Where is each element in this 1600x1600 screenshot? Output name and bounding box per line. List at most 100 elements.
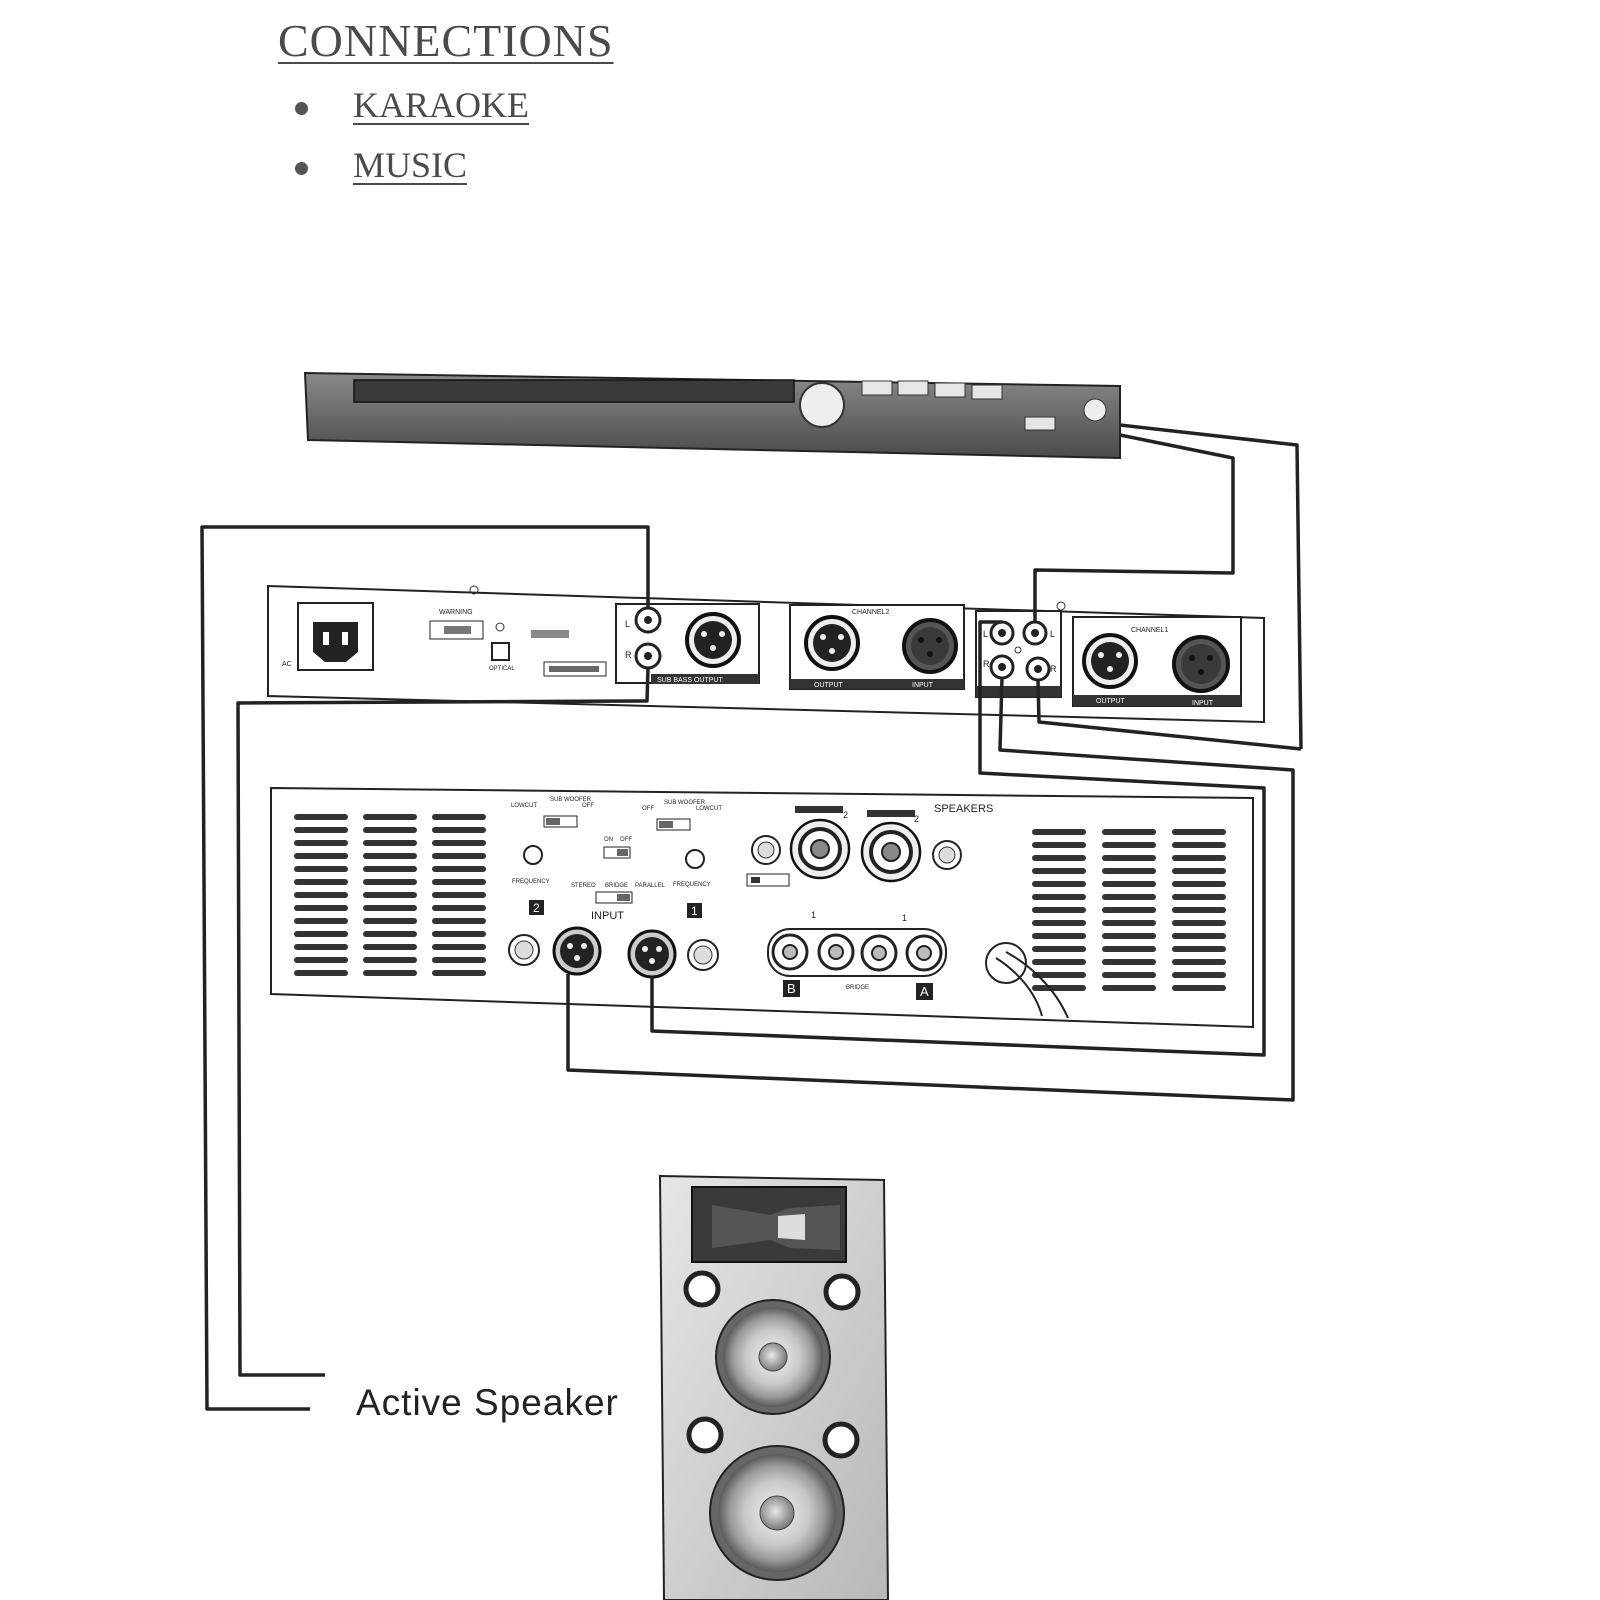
vent-slot <box>294 879 348 885</box>
vent-slot <box>1172 907 1226 913</box>
disc-slot <box>353 379 795 403</box>
vent-slot <box>1102 933 1156 939</box>
channel2-label: CHANNEL2 <box>852 609 889 616</box>
vent-slot <box>294 853 348 859</box>
bridge-label: BRIDGE <box>605 883 628 889</box>
vent-slot <box>363 879 417 885</box>
vent-slot <box>432 918 486 924</box>
vent-slot <box>294 957 348 963</box>
vent-slot <box>363 931 417 937</box>
svg-text:B: B <box>787 981 796 996</box>
vent-slot <box>294 814 348 820</box>
vent-slot <box>1032 855 1086 861</box>
page-title: CONNECTIONS <box>278 15 614 66</box>
optical-port-icon <box>491 642 510 661</box>
sub-bass-output-label: SUB BASS OUTPUT <box>657 677 723 684</box>
vent-slot <box>294 892 348 898</box>
bass-port-icon <box>822 1421 860 1459</box>
vent-slot <box>1032 946 1086 952</box>
lowcut-label: LOWCUT <box>511 803 537 809</box>
stereo-label: STEREO <box>571 883 596 889</box>
vent-slot <box>1102 946 1156 952</box>
vent-slot <box>1172 894 1226 900</box>
player-button <box>897 380 929 396</box>
vent-grille-right <box>1032 829 1226 991</box>
vent-slot <box>432 853 486 859</box>
vent-slot <box>1032 842 1086 848</box>
vent-slot <box>1102 907 1156 913</box>
vent-slot <box>1172 868 1226 874</box>
vent-slot <box>363 970 417 976</box>
speakers-label: SPEAKERS <box>934 803 993 815</box>
subwoofer-label-2: SUB WOOFER <box>664 800 706 806</box>
vent-slot <box>432 827 486 833</box>
vent-slot <box>1172 920 1226 926</box>
badge-1 <box>687 903 702 918</box>
optical-label: OPTICAL <box>489 666 515 672</box>
vent-slot <box>363 944 417 950</box>
ch2-input-label: INPUT <box>912 682 934 689</box>
warning-label: WARNING <box>439 609 473 616</box>
num-1-label-2: 1 <box>902 913 907 923</box>
vent-slot <box>294 866 348 872</box>
vent-slot <box>294 840 348 846</box>
vent-slot <box>432 957 486 963</box>
vent-slot <box>294 931 348 937</box>
svg-text:2: 2 <box>533 901 540 915</box>
binding-post-block <box>767 928 947 977</box>
cable-out-r-to-amp-2 <box>566 677 1295 1102</box>
vent-slot <box>1102 881 1156 887</box>
vent-slot <box>1172 829 1226 835</box>
vent-slot <box>363 918 417 924</box>
ch1-output-label: OUTPUT <box>1096 698 1126 705</box>
vent-slot <box>1032 985 1086 991</box>
vent-slot <box>1032 972 1086 978</box>
bullet-music: MUSIC <box>295 144 467 186</box>
vent-slot <box>1032 894 1086 900</box>
player-button <box>934 382 966 398</box>
off-label: OFF <box>582 803 594 809</box>
vent-slot <box>1102 842 1156 848</box>
bullet-karaoke-label: KARAOKE <box>353 85 529 125</box>
subwoofer-label: SUB WOOFER <box>550 797 592 803</box>
frequency-knob-icon <box>685 849 705 869</box>
screw-icon <box>1056 601 1066 611</box>
mode-switch-icon <box>543 815 578 828</box>
input-label: INPUT <box>591 910 624 922</box>
ch1-input-label: INPUT <box>1192 700 1214 707</box>
channel1-label: CHANNEL1 <box>1131 627 1168 634</box>
vent-slot <box>432 840 486 846</box>
vent-slot <box>432 931 486 937</box>
vent-slot <box>1172 946 1226 952</box>
vent-slot <box>363 840 417 846</box>
vent-slot <box>1102 920 1156 926</box>
vent-slot <box>1102 855 1156 861</box>
bullet-music-label: MUSIC <box>353 145 468 185</box>
badge-a <box>916 983 933 1000</box>
bridge-label-2: BRIDGE <box>846 985 869 991</box>
vent-slot <box>294 918 348 924</box>
cable-player-to-in-r <box>1119 423 1303 750</box>
svg-text:1: 1 <box>691 904 698 918</box>
jack-r-label: R <box>625 650 632 660</box>
cable-sub-l-to-speaker <box>200 525 650 1411</box>
vent-slot <box>294 970 348 976</box>
usb-port-icon <box>1024 416 1056 431</box>
vent-slot <box>432 970 486 976</box>
off-label-3: OFF <box>620 837 632 843</box>
vent-slot <box>1172 855 1226 861</box>
vent-slot <box>1172 881 1226 887</box>
bass-port-icon <box>823 1273 861 1311</box>
vent-slot <box>1032 920 1086 926</box>
out-l-label: L <box>983 629 988 639</box>
player-button <box>971 384 1003 400</box>
vent-slot <box>1032 881 1086 887</box>
label-strip <box>531 630 569 638</box>
vent-slot <box>1172 933 1226 939</box>
num-1-label: 1 <box>811 910 816 920</box>
bullet-dot-icon <box>295 162 308 176</box>
cables <box>200 423 1303 1411</box>
vent-slot <box>1102 868 1156 874</box>
vent-slot <box>432 944 486 950</box>
